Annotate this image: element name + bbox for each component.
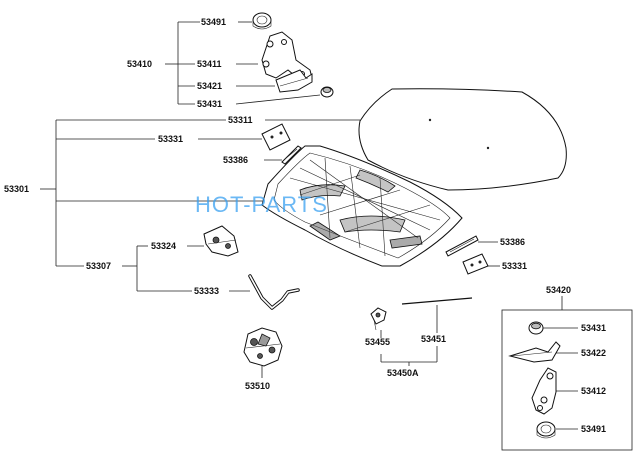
watermark-text: HOT-PARTS bbox=[195, 192, 328, 217]
label-53431-box: 53431 bbox=[581, 323, 606, 333]
hood-bumper-top bbox=[320, 86, 334, 98]
label-53491-top: 53491 bbox=[201, 17, 226, 27]
grommet-box bbox=[536, 421, 556, 439]
hood-stay-rod bbox=[248, 274, 300, 310]
hood-outer-panel bbox=[358, 88, 567, 191]
label-53455: 53455 bbox=[365, 337, 390, 347]
label-53450A: 53450A bbox=[387, 368, 419, 378]
hood-hinge-left bbox=[261, 31, 313, 81]
label-53324: 53324 bbox=[151, 241, 176, 251]
hood-latch bbox=[243, 327, 283, 367]
label-53421: 53421 bbox=[197, 81, 222, 91]
label-53333: 53333 bbox=[194, 286, 219, 296]
label-53451: 53451 bbox=[421, 334, 446, 344]
label-53420: 53420 bbox=[546, 285, 571, 295]
label-53386-right: 53386 bbox=[500, 237, 525, 247]
label-53412: 53412 bbox=[581, 386, 606, 396]
label-53491-box: 53491 bbox=[581, 424, 606, 434]
label-53422: 53422 bbox=[581, 348, 606, 358]
label-53411: 53411 bbox=[197, 59, 222, 69]
insulator-pad-right bbox=[462, 253, 489, 275]
hood-bumper-box bbox=[528, 321, 544, 335]
hinge-bracket-right bbox=[508, 341, 561, 363]
hinge-bracket-left bbox=[275, 69, 313, 93]
label-53331-right: 53331 bbox=[502, 261, 527, 271]
lock-bracket bbox=[203, 225, 239, 257]
label-53311: 53311 bbox=[228, 115, 253, 125]
part-labels: 53491 53410 53411 53421 53431 53311 5333… bbox=[4, 17, 606, 434]
release-cable bbox=[401, 297, 473, 305]
cable-clip bbox=[370, 307, 387, 331]
label-53307: 53307 bbox=[86, 261, 111, 271]
hood-inner-frame bbox=[261, 145, 463, 267]
insulator-pad-top bbox=[261, 123, 291, 151]
label-53386-top: 53386 bbox=[223, 155, 248, 165]
hood-hinge-right bbox=[531, 367, 557, 415]
leader-lines bbox=[40, 21, 633, 451]
seal-strip-top bbox=[281, 145, 302, 165]
label-53331-top: 53331 bbox=[158, 134, 183, 144]
label-53431-top: 53431 bbox=[197, 99, 222, 109]
label-53510: 53510 bbox=[245, 381, 270, 391]
label-53301: 53301 bbox=[4, 184, 29, 194]
label-53410: 53410 bbox=[127, 59, 152, 69]
grommet-top bbox=[252, 12, 272, 30]
seal-strip-right bbox=[445, 235, 479, 257]
